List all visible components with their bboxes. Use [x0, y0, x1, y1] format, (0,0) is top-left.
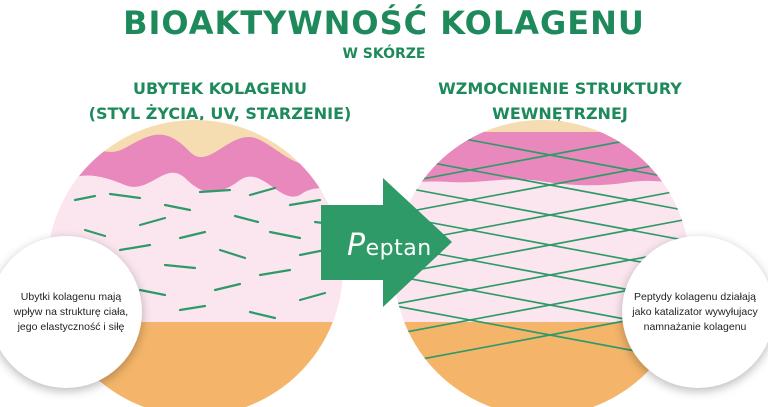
right-arrow-icon: [321, 178, 452, 307]
right-epidermis-layer: [394, 132, 690, 186]
right-bubble-text: Peptydy kolagenu działają jako katalizat…: [632, 290, 758, 333]
peptan-logo: Peptan: [347, 228, 432, 263]
left-broken-collagen-fibers: [73, 186, 342, 320]
right-heading: WZMOCNIENIE STRUKTURY WEWNĘTRZNEJ: [400, 76, 720, 126]
left-heading: UBYTEK KOLAGENU (STYL ŻYCIA, UV, STARZEN…: [60, 76, 380, 126]
peptan-logo-text: eptan: [365, 236, 432, 261]
right-info-bubble: Peptydy kolagenu działają jako katalizat…: [622, 236, 768, 388]
page-subtitle: W SKÓRZE: [342, 46, 426, 62]
peptan-logo-letter: P: [347, 228, 366, 263]
page-title: BIOAKTYWNOŚĆ KOLAGENU: [123, 4, 645, 42]
left-info-bubble: Ubytki kolagenu mają wpływ na strukturę …: [0, 236, 142, 388]
left-bubble-text: Ubytki kolagenu mają wpływ na strukturę …: [13, 290, 129, 333]
right-heading-line-2: WEWNĘTRZNEJ: [492, 104, 628, 123]
left-epidermis-layer: [47, 134, 343, 197]
left-heading-line-2: (STYL ŻYCIA, UV, STARZENIE): [88, 104, 352, 123]
left-heading-line-1: UBYTEK KOLAGENU: [132, 79, 307, 98]
right-heading-line-1: WZMOCNIENIE STRUKTURY: [438, 79, 682, 98]
